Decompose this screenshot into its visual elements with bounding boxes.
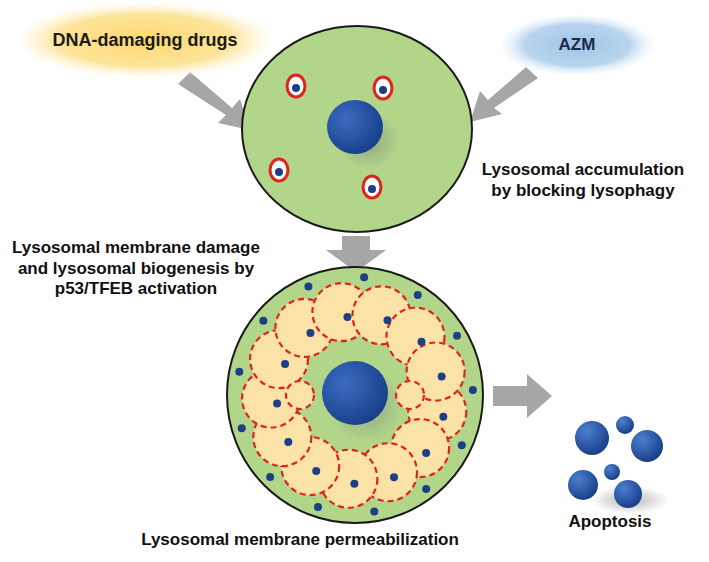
lysosome-content	[458, 441, 466, 449]
lysosome-content	[314, 503, 322, 511]
lysosome-content	[418, 338, 426, 346]
node-label: AZM	[559, 35, 596, 55]
lysosome-content	[370, 507, 378, 515]
outcome-label: Apoptosis	[545, 512, 675, 533]
lysosome-content	[343, 313, 351, 321]
lysosome-content	[273, 399, 281, 407]
lysosome-content	[266, 473, 274, 481]
lysosome-content	[383, 316, 391, 324]
cell-top	[242, 26, 472, 232]
lysosome-content	[453, 332, 461, 340]
lysosome-content	[312, 467, 320, 475]
lysosome-content	[390, 473, 398, 481]
cell-bottom	[227, 267, 483, 523]
ellipse-shape	[501, 15, 653, 75]
lysosome-content	[281, 360, 289, 368]
lysosome-content	[439, 413, 447, 421]
lysosome-content	[414, 291, 422, 299]
lysosome-content	[304, 283, 312, 291]
drug-ellipse: DNA-damaging drugs	[19, 3, 271, 77]
step-label: Lysosomal accumulation by blocking lysop…	[470, 160, 696, 201]
node-label: DNA-damaging drugs	[52, 30, 237, 51]
ellipse-shape	[19, 3, 271, 77]
lysosome-content	[306, 329, 314, 337]
lysosome-content	[350, 480, 358, 488]
step-label: Lysosomal membrane permeabilization	[120, 530, 480, 551]
lysosome-content	[469, 386, 477, 394]
lysosome-content	[284, 438, 292, 446]
apoptotic-bodies	[568, 416, 670, 514]
lysosome-content	[238, 424, 246, 432]
lysosome-content	[422, 485, 430, 493]
azm-ellipse: AZM	[501, 15, 653, 75]
lysosome	[281, 437, 339, 495]
lysosome-content	[235, 368, 243, 376]
step-label: Lysosomal membrane damage and lysosomal …	[2, 238, 270, 300]
lysosome-content	[259, 317, 267, 325]
lysosome-content	[438, 373, 446, 381]
lysosome-content	[422, 449, 430, 457]
lysosome	[286, 381, 314, 409]
lysosome-content	[360, 273, 368, 281]
